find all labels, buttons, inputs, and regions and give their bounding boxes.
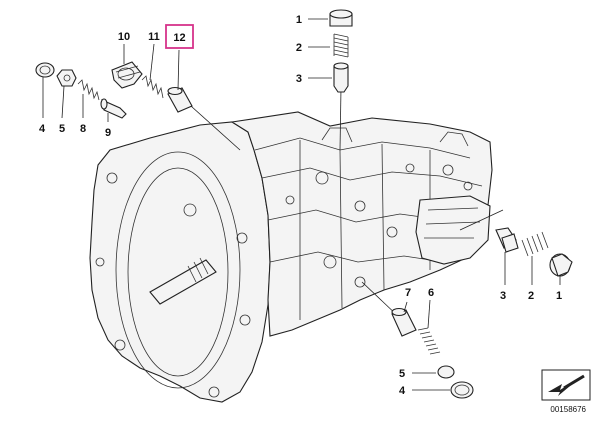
callout-label: 10: [118, 31, 130, 43]
part-2-spring-right: [521, 231, 549, 285]
part-12-detent-sleeve: [167, 49, 193, 113]
callout-label: 5: [59, 123, 65, 135]
callout-label: 4: [399, 385, 406, 397]
callout-label: 3: [500, 290, 506, 302]
part-3-plunger-top: [308, 62, 349, 93]
part-5-cap-bottom: [412, 365, 455, 379]
callout-label: 11: [148, 31, 160, 43]
part-10-plug: [111, 44, 143, 89]
part-4-circlip: [35, 62, 55, 118]
callout-label: 2: [296, 42, 302, 54]
callout-label: 1: [296, 14, 302, 26]
part-6-spring-bottom: [417, 299, 441, 355]
highlight-box: [165, 24, 194, 49]
callout-label: 7: [405, 287, 411, 299]
direction-arrow-icon: [541, 369, 591, 401]
part-11-spring: [141, 43, 164, 99]
callout-label: 6: [428, 287, 434, 299]
part-8-spring: [77, 79, 100, 118]
part-5-nut: [56, 69, 77, 119]
part-1-cap-right: [549, 253, 573, 285]
callout-label: 8: [80, 123, 86, 135]
part-3-plunger-right: [495, 227, 519, 285]
callout-label: 3: [296, 73, 302, 85]
part-4-circlip-bottom: [412, 381, 474, 399]
document-number: 00158676: [550, 405, 586, 414]
callout-label-highlighted: 12: [173, 32, 185, 44]
part-7-sleeve: [391, 301, 417, 337]
transmission-housing: [89, 111, 493, 403]
part-9-pin: [100, 98, 127, 122]
callout-label: 4: [39, 123, 46, 135]
part-1-cap-top: [308, 9, 353, 27]
callout-label: 9: [105, 127, 111, 139]
callout-label: 5: [399, 368, 405, 380]
part-2-spring-top: [308, 33, 349, 58]
callout-label: 1: [556, 290, 562, 302]
callout-label: 2: [528, 290, 534, 302]
